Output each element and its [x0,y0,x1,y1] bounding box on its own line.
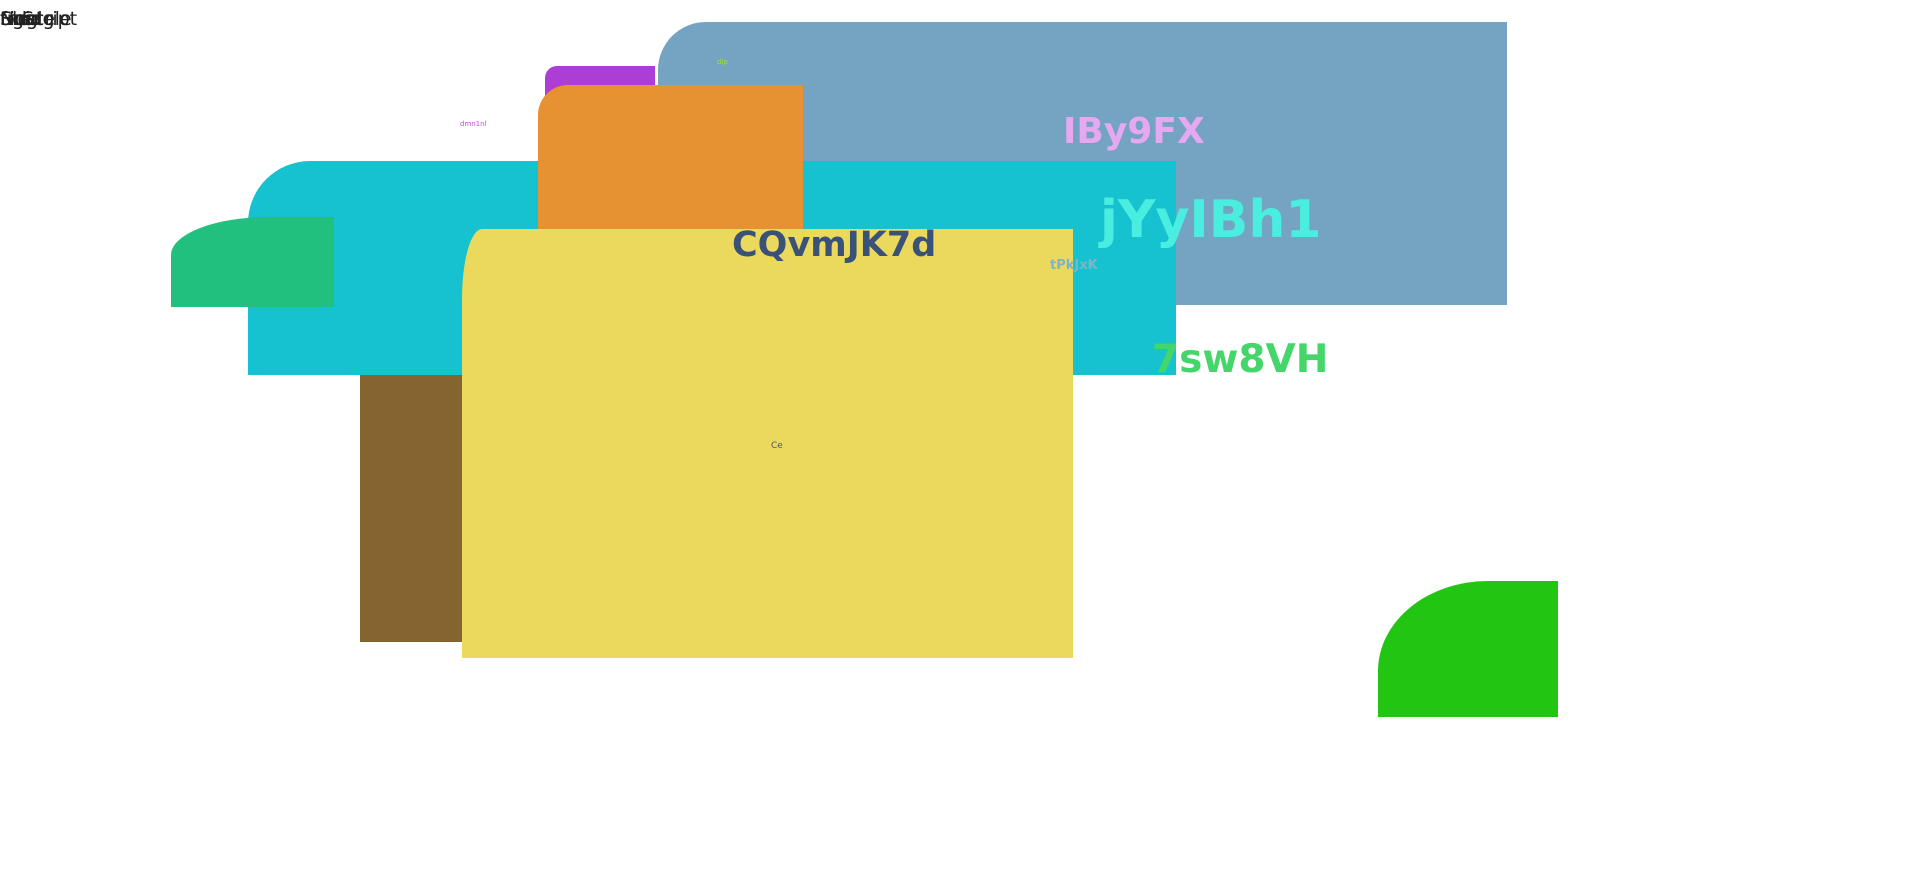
label-cqv: CQvmJK7d [732,225,937,265]
corner-word: Nog [0,8,38,30]
corner-word: ugate [0,8,55,30]
corner-word: Sle [0,8,30,30]
label-iby: IBy9FX [1063,111,1205,152]
corner-word: Script [22,8,78,30]
yellow-card [462,229,1073,658]
label-tiny: dlp [717,58,728,66]
label-7sw: 7sw8VH [1152,337,1329,382]
brown-block [360,375,472,642]
label-tpk: tPkJxK [1050,258,1098,273]
orange-card [538,85,803,235]
corner-word: Fide [0,8,39,30]
label-dmn: dmn1nl [460,120,487,128]
label-ce: Ce [771,441,783,451]
corner-word: fmidgle [0,8,72,30]
label-jyy: jYyIBh1 [1100,190,1322,250]
green-block [1378,581,1558,717]
teal-block [171,217,334,307]
